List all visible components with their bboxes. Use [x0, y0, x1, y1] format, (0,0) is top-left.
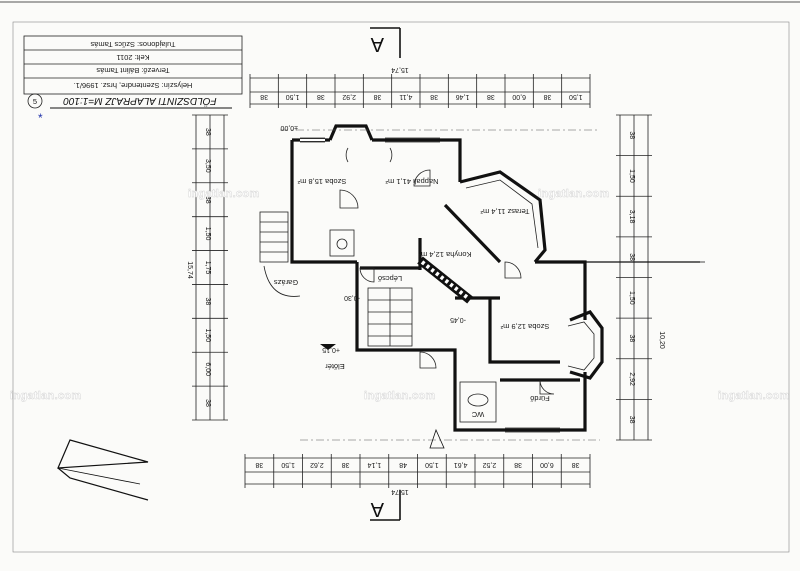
room-label-living: Nappali 41,1 m²: [385, 177, 438, 186]
dimension-label: 1,50: [281, 461, 295, 468]
dim-right-total: 10,20: [658, 331, 665, 349]
room-label-terrace: Terasz 11,4 m²: [480, 207, 530, 216]
asterisk-mark: *: [38, 111, 43, 125]
watermark-5: ingatlan.com: [718, 390, 789, 402]
dimension-label: 38: [628, 335, 635, 343]
room-label-room2: Szoba 12,9 m²: [500, 322, 549, 331]
level-markers: ±0,00 +0,15 -0,30 -0,45: [280, 124, 466, 449]
section-mark-top: A: [370, 27, 401, 58]
title-line-2: Kelt: 2011: [116, 53, 149, 62]
section-label-bottom: A: [370, 498, 384, 520]
title-line-4: Helyszín: Szentendre, hrsz. 1996/1.: [74, 81, 193, 90]
watermark-2: ingatlan.com: [538, 188, 609, 200]
north-arrow-icon: [57, 439, 149, 501]
room-labels: Nappali 41,1 m² Szoba 15,8 m² Szoba 12,9…: [274, 177, 550, 419]
sheet-number-circle: [27, 93, 43, 109]
dimension-label: 2,62: [310, 461, 324, 468]
dimension-label: 38: [204, 399, 211, 407]
dimension-label: 38: [255, 461, 263, 468]
dimension-label: 38: [487, 93, 495, 100]
dimension-label: 38: [204, 196, 211, 204]
dimension-label: 38: [317, 93, 325, 100]
room-label-hall: Előtér: [325, 362, 345, 371]
dimension-label: 2,92: [342, 93, 356, 100]
dimension-label: 6,00: [512, 93, 526, 100]
room-label-bath: Fürdő: [530, 394, 550, 403]
room-label-wc: WC: [471, 410, 484, 419]
dimension-label: 1,50: [204, 328, 211, 342]
room-label-room1: Szoba 15,8 m²: [297, 177, 346, 186]
room-label-stair: Lépcső: [378, 274, 402, 283]
dimension-label: 48: [399, 461, 407, 468]
dimension-label: 38: [628, 253, 635, 261]
plan-title: FÖLDSZINTI ALAPRAJZ M=1:100: [63, 95, 217, 107]
dimension-label: 3,18: [628, 210, 635, 224]
dimension-label: 38: [572, 461, 580, 468]
dim-bottom-total: 15,74: [391, 488, 409, 495]
watermark-1: ingatlan.com: [188, 188, 259, 200]
watermarks: ingatlan.com ingatlan.com ingatlan.com i…: [10, 188, 790, 402]
dimension-chain-right: 38 1,50 3,18 38 1,50 38 2,92 38 10,20: [616, 114, 665, 441]
dimension-label: 3,50: [204, 159, 211, 173]
dimension-label: 1,50: [628, 291, 635, 305]
dimension-label: 38: [374, 93, 382, 100]
dimension-chain-top: 38 1,50 38 2,92 38 4,11 38 1,46 38 6,00 38 1,50 15,…: [249, 66, 591, 108]
dimension-label: 6,00: [204, 362, 211, 376]
watermark-3: ingatlan.com: [10, 390, 81, 402]
title-line-3: Tervező: Bálint Tamás: [96, 66, 169, 75]
building-walls: [259, 124, 604, 441]
dimension-label: 1,50: [286, 93, 300, 100]
dimension-label: 2,52: [482, 461, 496, 468]
level-marker-3: -0,30: [344, 294, 360, 301]
dim-top-total: 15,74: [391, 66, 409, 73]
sheet-frame: [12, 21, 790, 553]
dimension-label: 38: [628, 131, 635, 139]
dimension-label: 1,50: [204, 227, 211, 241]
section-mark-bottom: A: [370, 490, 401, 521]
dimension-label: 38: [430, 93, 438, 100]
level-marker-1: ±0,00: [280, 124, 298, 131]
sheet-number: 5: [33, 97, 37, 106]
dimension-label: 6,00: [540, 461, 554, 468]
dimension-label: 38: [204, 297, 211, 305]
dimension-label: 38: [628, 416, 635, 424]
dimension-label: 1,75: [204, 261, 211, 275]
dimension-label: 1,50: [569, 93, 583, 100]
dimension-label: 1,14: [367, 461, 381, 468]
dim-left-total: 15,74: [186, 261, 193, 279]
dimension-chain-bottom: 38 1,50 2,62 38 1,14 48 1,50 4,61 2,52 38 6,00 38 1…: [244, 454, 591, 495]
dimension-label: 38: [204, 128, 211, 136]
dimension-label: 1,50: [628, 169, 635, 183]
room-label-kitchen: Konyha 12,4 m²: [418, 250, 471, 259]
dimension-label: 38: [342, 461, 350, 468]
dimension-label: 1,50: [425, 461, 439, 468]
dimension-label: 1,46: [456, 93, 470, 100]
dimension-label: 38: [544, 93, 552, 100]
watermark-4: ingatlan.com: [364, 390, 435, 402]
room-label-garage: Garázs: [274, 278, 298, 287]
level-marker-2: +0,15: [322, 346, 340, 353]
dimension-label: 38: [514, 461, 522, 468]
dimension-label: 38: [260, 93, 268, 100]
dimension-label: 2,92: [628, 372, 635, 386]
dimension-label: 4,61: [454, 461, 468, 468]
section-label-top: A: [370, 33, 384, 55]
dimension-label: 4,11: [399, 93, 412, 100]
title-line-1: Tulajdonos: Szűcs Tamás: [90, 40, 175, 49]
level-marker-4: -0,45: [450, 316, 466, 323]
dimension-chain-left: 38 3,50 38 1,50 1,75 38 1,50 6,00 38 15,74: [186, 114, 228, 421]
title-block: Tulajdonos: Szűcs Tamás Kelt: 2011 Terve…: [23, 35, 243, 125]
